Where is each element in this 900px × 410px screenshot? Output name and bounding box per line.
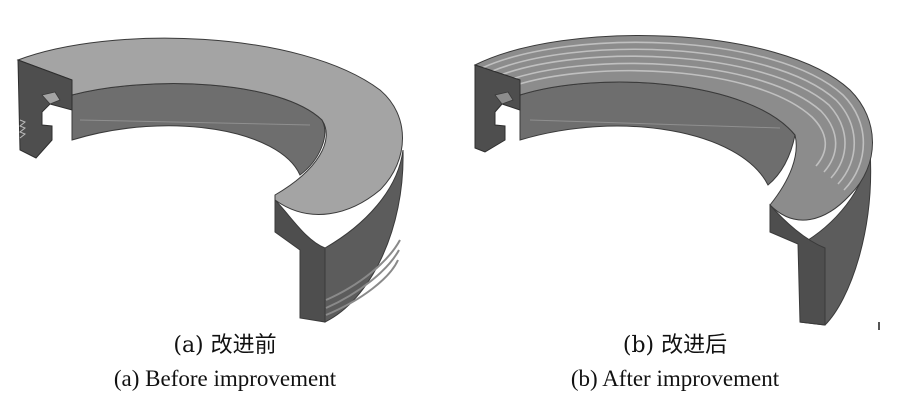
cut-face-teeth [19, 119, 26, 139]
outer-wall-groove [325, 259, 399, 316]
cut-face-right [274, 195, 326, 323]
figure-after-improvement: (b) 改进后 (b) After improvement [450, 0, 900, 410]
seal-ring-after-illustration [473, 34, 873, 326]
profile-lip [41, 91, 61, 105]
caption-english-a: (a) Before improvement [113, 366, 337, 391]
inner-wall-ridge [529, 119, 781, 129]
caption-chinese-a: (a) 改进前 [173, 333, 277, 358]
top-face-groove [481, 41, 865, 191]
top-face-groove [489, 48, 855, 185]
cut-face-left [17, 59, 73, 159]
caption-english-b: (b) After improvement [570, 366, 780, 391]
caption-chinese-b: (b) 改进后 [622, 333, 728, 358]
top-face [16, 37, 403, 215]
top-face-groove [497, 55, 846, 179]
cut-face-left [474, 64, 521, 153]
seal-ring-before-illustration [16, 37, 404, 323]
cut-face-right [769, 203, 826, 326]
top-face-groove [505, 62, 837, 173]
profile-lip [494, 91, 514, 105]
figure-before-improvement: (a) 改进前 (a) Before improvement [16, 37, 404, 391]
inner-wall-ridge [79, 119, 311, 126]
top-face-groove [512, 69, 827, 167]
edge-mark [878, 322, 880, 330]
outer-wall-groove [325, 239, 401, 301]
outer-wall-groove [325, 249, 400, 309]
top-face [473, 34, 873, 221]
